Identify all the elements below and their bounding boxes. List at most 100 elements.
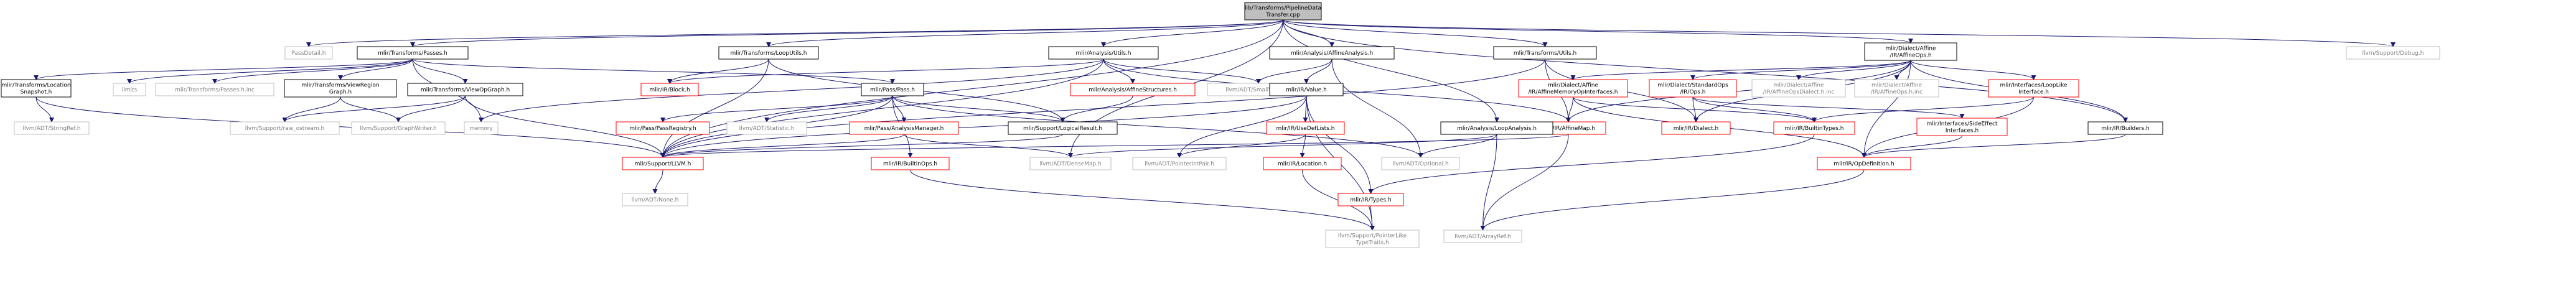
node-affineopsinc-label: mlir/Dialect/Affine <box>1871 83 1923 89</box>
node-viewregion-box <box>284 79 397 98</box>
node-analysismgr[interactable]: mlir/Pass/AnalysisManager.h <box>849 121 959 135</box>
node-builtinops-box <box>871 157 950 170</box>
node-affinemap-label: mlir/IR/AffineMap.h <box>1542 126 1595 132</box>
edge-looputils-to-supportllvm <box>660 58 769 158</box>
node-rawostream-box <box>230 121 340 135</box>
node-looppanalysis-box <box>1440 121 1553 135</box>
node-builtintypes-label: mlir/IR/BuiltinTypes.h <box>1785 126 1844 132</box>
edge-viewopgraph-to-graphwriter <box>396 95 466 123</box>
edge-affineanalysis-to-smallvector <box>1256 58 1332 84</box>
node-limits-label: limits <box>122 87 138 93</box>
edge-affineops-to-affineopsdialect <box>1796 60 1911 80</box>
edge-looputils-to-block <box>667 58 769 84</box>
node-looppanalysis[interactable]: mlir/Analysis/LoopAnalysis.h <box>1440 121 1553 135</box>
node-debug-box <box>2346 46 2440 60</box>
node-analysisutils[interactable]: mlir/Analysis/Utils.h <box>1048 46 1159 60</box>
node-affineopsinc: mlir/Dialect/Affine/IR/AffineOps.h.inc <box>1854 79 1939 98</box>
node-passesinc-label: mlir/Transforms/Passes.h.inc <box>175 87 255 93</box>
edge-affinememops-to-builtintypes <box>1573 96 1817 123</box>
node-affinememops-label: mlir/Dialect/Affine <box>1548 83 1599 89</box>
node-builtintypes[interactable]: mlir/IR/BuiltinTypes.h <box>1773 121 1855 135</box>
edge-passes-to-passh <box>412 58 895 84</box>
node-memory-label: memory <box>469 126 493 132</box>
edge-value-to-supportllvm <box>660 95 1307 158</box>
node-analysisutils-box <box>1048 46 1159 60</box>
edge-value-to-pointerintpair <box>1177 95 1307 158</box>
node-block[interactable]: mlir/IR/Block.h <box>640 83 699 96</box>
edge-logicalresult-to-supportllvm <box>660 134 1063 158</box>
node-passesinc-box <box>155 83 274 96</box>
node-affinememops-box <box>1518 79 1628 98</box>
node-tutils[interactable]: mlir/Transforms/Utils.h <box>1493 46 1597 60</box>
node-affinestruct[interactable]: mlir/Analysis/AffineStructures.h <box>1070 83 1196 96</box>
node-affineops-box <box>1864 42 1957 61</box>
node-limits: limits <box>113 83 146 96</box>
node-opdef[interactable]: mlir/IR/OpDefinition.h <box>1817 157 1911 170</box>
node-locsnap-label: mlir/Transforms/Location <box>1 83 70 89</box>
node-affineanalysis-box <box>1269 46 1395 60</box>
node-passdetail-box <box>284 46 333 60</box>
edge-passes-to-viewopgraph <box>412 58 468 84</box>
node-none: llvm/ADT/None.h <box>622 193 688 206</box>
node-viewopgraph[interactable]: mlir/Transforms/ViewOpGraph.h <box>407 83 523 96</box>
node-passes-label: mlir/Transforms/Passes.h <box>378 50 447 57</box>
node-viewregion-label: mlir/Transforms/ViewRegion <box>301 83 379 89</box>
edge-usedeflists-to-location <box>1300 134 1306 158</box>
node-analysisutils-label: mlir/Analysis/Utils.h <box>1076 50 1131 57</box>
node-arrayref-box <box>1443 229 1522 243</box>
edge-affineops-to-stdops <box>1690 60 1911 80</box>
node-usedeflists-box <box>1266 121 1345 135</box>
node-passh-box <box>861 83 924 96</box>
node-supportllvm[interactable]: mlir/Support/LLVM.h <box>622 157 704 170</box>
node-debug-label: llvm/Support/Debug.h <box>2363 50 2424 57</box>
node-value[interactable]: mlir/IR/Value.h <box>1269 83 1344 96</box>
node-graphwriter-label: llvm/Support/GraphWriter.h <box>360 126 437 132</box>
node-affineopsdialect: mlir/Dialect/Affine/IR/AffineOpsDialect.… <box>1751 79 1846 98</box>
node-passregistry[interactable]: mlir/Pass/PassRegistry.h <box>616 121 710 135</box>
node-stdops-box <box>1649 79 1737 98</box>
node-builders[interactable]: mlir/IR/Builders.h <box>2087 121 2163 135</box>
edge-stdops-to-sideeffect <box>1692 96 1965 119</box>
node-tutils-label: mlir/Transforms/Utils.h <box>1514 50 1576 57</box>
node-rawostream: llvm/Support/raw_ostream.h <box>230 121 340 135</box>
node-passh[interactable]: mlir/Pass/Pass.h <box>861 83 924 96</box>
edge-passes-to-passesinc <box>212 58 413 84</box>
node-pointerlike-label: llvm/Support/PointerLike <box>1338 233 1407 239</box>
node-viewopgraph-box <box>407 83 523 96</box>
edge-affinemap-to-supportllvm <box>660 134 1569 158</box>
edge-root-to-affineops <box>1283 19 1913 44</box>
node-location[interactable]: mlir/IR/Location.h <box>1263 157 1342 170</box>
node-affineanalysis[interactable]: mlir/Analysis/AffineAnalysis.h <box>1269 46 1395 60</box>
node-dialect[interactable]: mlir/IR/Dialect.h <box>1661 121 1731 135</box>
node-supportllvm-label: mlir/Support/LLVM.h <box>635 161 691 167</box>
node-affinememops[interactable]: mlir/Dialect/Affine/IR/AffineMemoryOpInt… <box>1518 79 1628 98</box>
node-viewopgraph-label: mlir/Transforms/ViewOpGraph.h <box>421 87 510 93</box>
edge-usedeflists-to-pointerintpair <box>1177 134 1306 158</box>
node-logicalresult[interactable]: mlir/Support/LogicalResult.h <box>1008 121 1118 135</box>
node-looputils[interactable]: mlir/Transforms/LoopUtils.h <box>718 46 819 60</box>
node-usedeflists[interactable]: mlir/IR/UseDefLists.h <box>1266 121 1345 135</box>
node-stdops[interactable]: mlir/Dialect/StandardOps/IR/Ops.h <box>1649 79 1737 98</box>
node-none-label: llvm/ADT/None.h <box>632 197 679 203</box>
node-passes[interactable]: mlir/Transforms/Passes.h <box>357 46 469 60</box>
node-affineops[interactable]: mlir/Dialect/Affine/IR/AffineOps.h <box>1864 42 1957 61</box>
node-statistic-label: llvm/ADT/Statistic.h <box>739 126 795 132</box>
node-builtinops[interactable]: mlir/IR/BuiltinOps.h <box>871 157 950 170</box>
edge-sideeffect-to-opdef <box>1862 135 1962 158</box>
node-location-box <box>1263 157 1342 170</box>
node-pointerintpair-box <box>1132 157 1227 170</box>
node-analysismgr-label: mlir/Pass/AnalysisManager.h <box>864 126 944 132</box>
node-affineopsdialect-label: /IR/AffineOpsDialect.h.inc <box>1763 90 1835 96</box>
edge-analysisutils-to-affinestruct <box>1103 58 1135 84</box>
node-types[interactable]: mlir/IR/Types.h <box>1337 193 1404 206</box>
node-debug: llvm/Support/Debug.h <box>2346 46 2440 60</box>
node-affineops-label: mlir/Dialect/Affine <box>1885 46 1936 52</box>
node-builtintypes-box <box>1773 121 1855 135</box>
node-looppanalysis-label: mlir/Analysis/LoopAnalysis.h <box>1457 126 1537 132</box>
node-usedeflists-label: mlir/IR/UseDefLists.h <box>1276 126 1335 132</box>
